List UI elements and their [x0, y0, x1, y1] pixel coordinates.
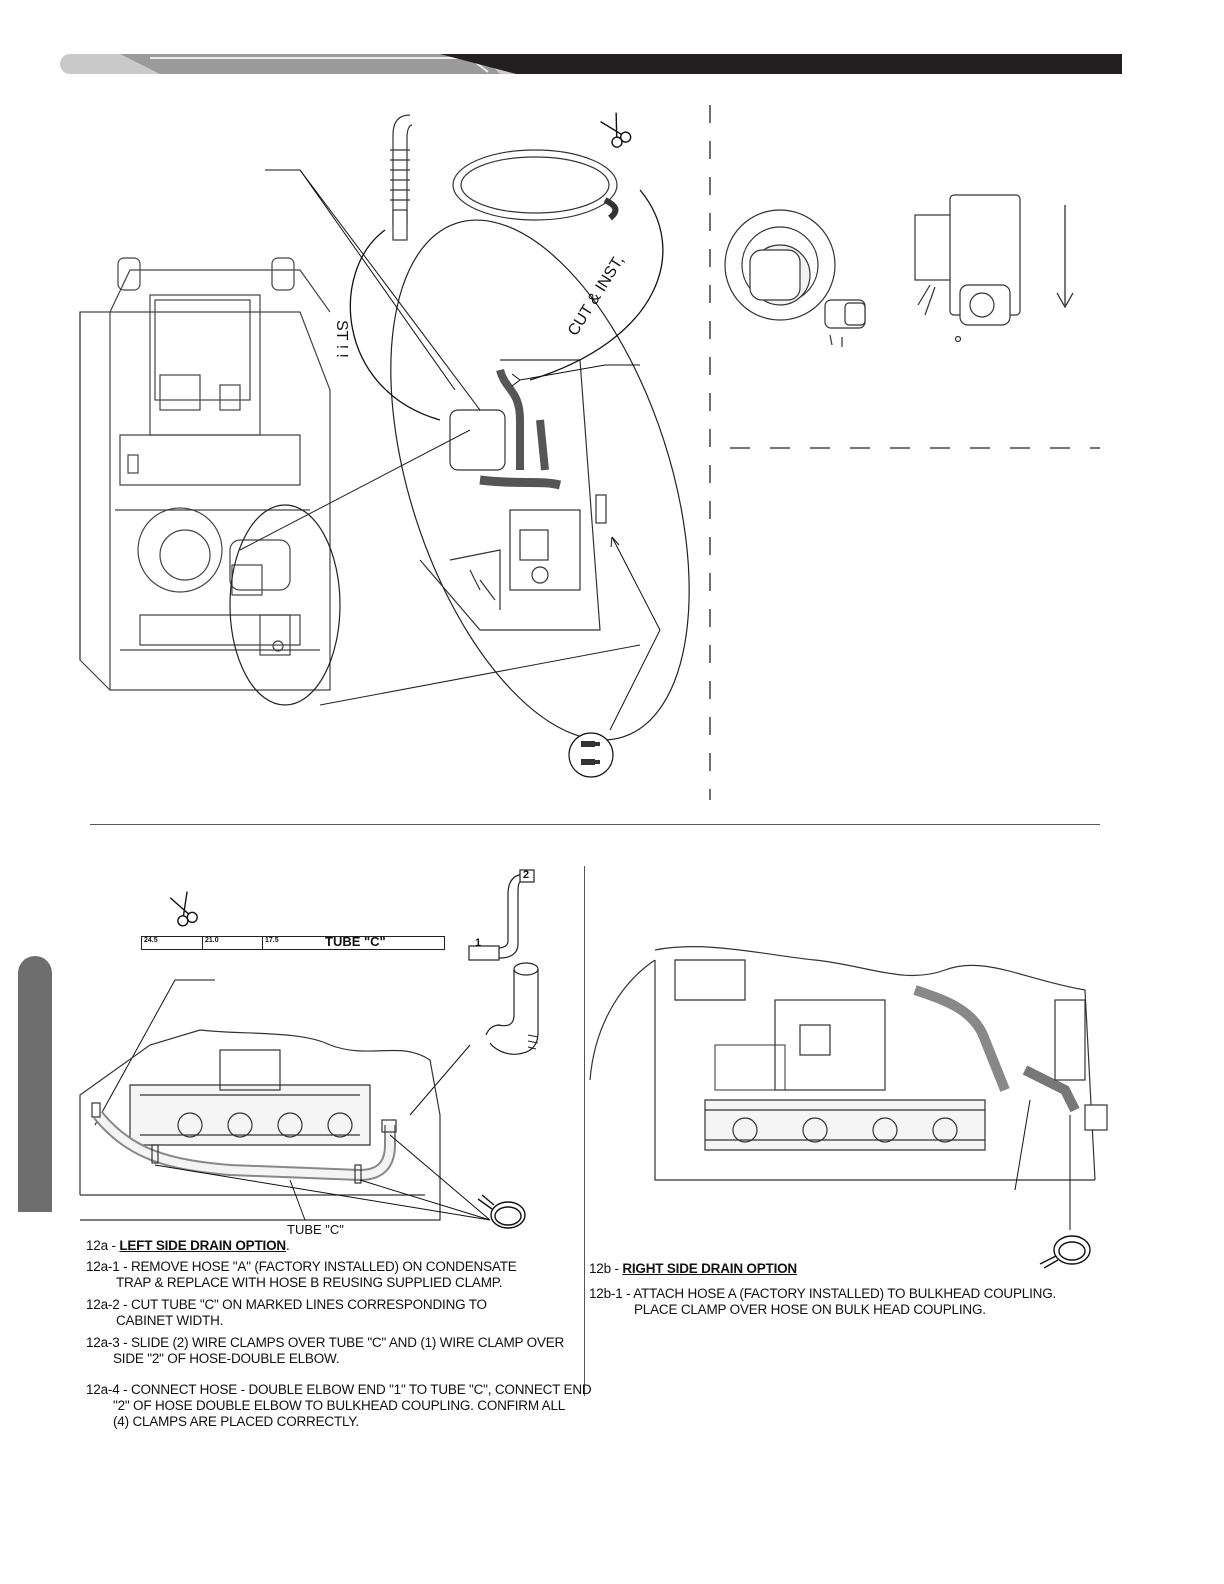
bottom-column-divider	[584, 866, 585, 1396]
left-drain-heading-suffix: .	[285, 1238, 290, 1253]
right-drain-heading-title: RIGHT SIDE DRAIN OPTION	[622, 1261, 797, 1276]
tube-c-callout: TUBE "C"	[287, 1222, 344, 1237]
left-drain-heading-title: LEFT SIDE DRAIN OPTION	[119, 1238, 286, 1253]
left-drain-diagram	[79, 979, 526, 1229]
step-12a-4: 12a-4 - CONNECT HOSE - DOUBLE ELBOW END …	[86, 1382, 592, 1430]
step-number: 12a-4 -	[86, 1382, 131, 1397]
left-drain-heading-prefix: 12a -	[86, 1238, 120, 1253]
tube-c-cut-line	[262, 936, 263, 950]
hose-elbow-small	[485, 962, 539, 1055]
right-drain-diagram	[589, 946, 1108, 1230]
tube-c-mark-17: 17.5	[265, 937, 279, 944]
step-text-line: PLACE CLAMP OVER HOSE ON BULK HEAD COUPL…	[634, 1302, 986, 1317]
scissors-icon	[169, 891, 198, 927]
side-section-tab	[18, 956, 52, 1212]
step-text-line: CONNECT HOSE - DOUBLE ELBOW END "1" TO T…	[130, 1382, 592, 1397]
arc-text-left: ST ! !	[333, 320, 350, 358]
step-12a-3: 12a-3 - SLIDE (2) WIRE CLAMPS OVER TUBE …	[86, 1335, 564, 1367]
step-text-line: SLIDE (2) WIRE CLAMPS OVER TUBE "C" AND …	[130, 1335, 565, 1350]
step-number: 12a-2 -	[86, 1297, 131, 1312]
section-divider	[90, 824, 1100, 825]
furnace-diagram	[79, 112, 690, 778]
tube-c-mark-21: 21.0	[205, 937, 219, 944]
header-bar	[60, 54, 1122, 74]
step-text-line: TRAP & REPLACE WITH HOSE B REUSING SUPPL…	[116, 1275, 503, 1290]
tube-c-cut-line	[202, 936, 203, 950]
step-text-line: ATTACH HOSE A (FACTORY INSTALLED) TO BUL…	[633, 1286, 1057, 1301]
left-drain-heading: 12a - LEFT SIDE DRAIN OPTION.	[86, 1238, 290, 1254]
tube-c-label: TUBE "C"	[325, 934, 386, 949]
elbow-end-2-label: 2	[523, 869, 530, 881]
step-text-line: "2" OF HOSE DOUBLE ELBOW TO BULKHEAD COU…	[113, 1398, 566, 1413]
tube-c-mark-24: 24.5	[144, 937, 158, 944]
right-drain-heading: 12b - RIGHT SIDE DRAIN OPTION	[589, 1261, 797, 1277]
step-text-line: SIDE "2" OF HOSE-DOUBLE ELBOW.	[113, 1351, 340, 1366]
hose-double-elbow	[468, 869, 535, 961]
tube-c-diagram	[141, 936, 445, 950]
top-dashed-divider	[709, 105, 711, 800]
step-text-line: CABINET WIDTH.	[116, 1313, 224, 1328]
inducer-diagram	[724, 194, 1074, 347]
right-dashed-divider	[730, 447, 1100, 449]
step-text-line: REMOVE HOSE "A" (FACTORY INSTALLED) ON C…	[130, 1259, 517, 1274]
clamp-icon	[1039, 1235, 1091, 1269]
step-12b-1: 12b-1 - ATTACH HOSE A (FACTORY INSTALLED…	[589, 1286, 1056, 1318]
step-12a-2: 12a-2 - CUT TUBE "C" ON MARKED LINES COR…	[86, 1297, 487, 1329]
step-number: 12a-1 -	[86, 1259, 131, 1274]
step-text-line: (4) CLAMPS ARE PLACED CORRECTLY.	[113, 1414, 359, 1429]
elbow-end-1-label: 1	[475, 937, 482, 949]
step-12a-1: 12a-1 - REMOVE HOSE "A" (FACTORY INSTALL…	[86, 1259, 517, 1291]
right-drain-heading-prefix: 12b -	[589, 1261, 623, 1276]
step-number: 12b-1 -	[589, 1286, 634, 1301]
step-text-line: CUT TUBE "C" ON MARKED LINES CORRESPONDI…	[130, 1297, 487, 1312]
step-number: 12a-3 -	[86, 1335, 131, 1350]
